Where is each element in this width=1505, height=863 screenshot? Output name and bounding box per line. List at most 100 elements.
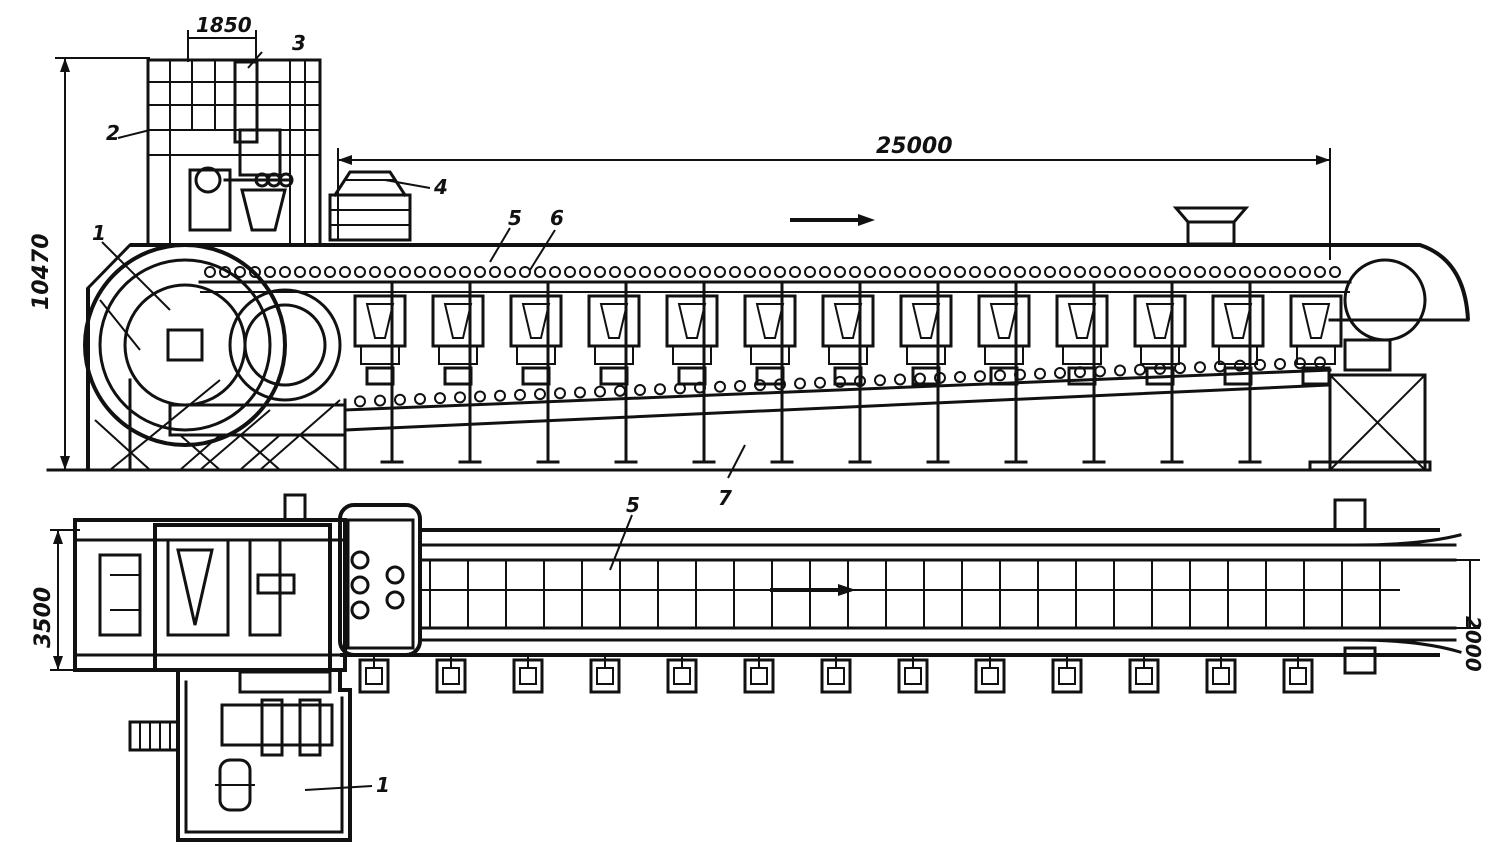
roller (879, 266, 891, 278)
cooling-unit-motor (677, 366, 707, 386)
right-drum-end (1308, 243, 1470, 472)
cooling-unit-base (750, 345, 790, 365)
roller (699, 266, 711, 278)
plan-drive-housing (128, 670, 352, 842)
return-roller (994, 369, 1006, 382)
return-roller (374, 394, 386, 407)
plan-left-block (73, 493, 347, 672)
return-roller (454, 391, 466, 404)
leader-lines-elevation (101, 51, 746, 479)
roller (549, 266, 561, 278)
return-roller (734, 379, 746, 392)
roller (429, 266, 441, 278)
roller (489, 266, 501, 278)
length-dimension-label: 25000 (876, 134, 953, 159)
right-feed-hopper (1172, 206, 1250, 246)
cooling-unit-base (906, 345, 946, 365)
roller (354, 266, 366, 278)
cooling-unit-fan (521, 303, 551, 339)
elevation-view: 10470 1850 25000 (29, 13, 1470, 510)
roller (849, 266, 861, 278)
return-roller (814, 376, 826, 389)
return-roller (574, 386, 586, 399)
roller (639, 266, 651, 278)
roller (924, 266, 936, 278)
roller (954, 266, 966, 278)
plan-fan-boxes (358, 655, 1314, 694)
leader-lines-plan (304, 514, 633, 791)
tower-frame (146, 58, 322, 247)
cooling-unit-fan (755, 303, 785, 339)
return-roller (794, 377, 806, 390)
roller (339, 266, 351, 278)
roller (219, 266, 231, 278)
roller (759, 266, 771, 278)
cooling-unit-motor (755, 366, 785, 386)
roller (1089, 266, 1101, 278)
return-roller (1194, 361, 1206, 374)
belt-width-label: 2000 (1461, 616, 1485, 672)
return-roller (1034, 367, 1046, 380)
return-roller (474, 390, 486, 403)
roller (609, 266, 621, 278)
plan-fan-box-inner (1058, 667, 1076, 685)
roller (1044, 266, 1056, 278)
label-5-elevation: 5 (508, 206, 522, 230)
roller (1209, 266, 1221, 278)
roller (999, 266, 1011, 278)
return-roller (954, 371, 966, 384)
cooling-unit-fan (365, 303, 395, 339)
roller (744, 266, 756, 278)
plan-fan-box-inner (981, 667, 999, 685)
roller (1224, 266, 1236, 278)
return-roller (894, 373, 906, 386)
plan-motor-block (338, 503, 422, 657)
roller (264, 266, 276, 278)
roller (1104, 266, 1116, 278)
plan-fan-box-inner (519, 667, 537, 685)
roller (1239, 266, 1251, 278)
roller (1254, 266, 1266, 278)
plan-fan-box-inner (596, 667, 614, 685)
return-roller (1234, 359, 1246, 372)
roller (1314, 266, 1326, 278)
label-5-plan: 5 (626, 493, 640, 517)
cooling-unit-fan (911, 303, 941, 339)
roller (1014, 266, 1026, 278)
cooling-unit-base (360, 345, 400, 365)
cooling-unit-fan (599, 303, 629, 339)
return-roller (874, 374, 886, 387)
top-width-dimension (187, 30, 257, 62)
roller (504, 266, 516, 278)
roller (579, 266, 591, 278)
cooling-unit-base (438, 345, 478, 365)
height-dimension (55, 57, 150, 470)
cooling-unit-base (516, 345, 556, 365)
roller (909, 266, 921, 278)
cooling-unit-motor (521, 366, 551, 386)
left-drum-end (83, 243, 347, 472)
plan-fan-box-inner (365, 667, 383, 685)
roller (654, 266, 666, 278)
return-roller (494, 389, 506, 402)
cooling-unit-fan (1145, 303, 1175, 339)
roller (399, 266, 411, 278)
roller (969, 266, 981, 278)
roller (789, 266, 801, 278)
plan-fan-box-inner (827, 667, 845, 685)
cooling-unit-fan (677, 303, 707, 339)
label-2: 2 (106, 121, 120, 145)
roller (834, 266, 846, 278)
plan-view: 3500 2000 (31, 493, 1485, 842)
return-roller (434, 392, 446, 405)
roller (819, 266, 831, 278)
roller (1329, 266, 1341, 278)
cooling-unit-fan (1301, 303, 1331, 339)
return-roller (614, 384, 626, 397)
roller (519, 266, 531, 278)
return-roller (394, 393, 406, 406)
roller (1074, 266, 1086, 278)
cooling-unit-fan (1223, 303, 1253, 339)
roller (249, 266, 261, 278)
